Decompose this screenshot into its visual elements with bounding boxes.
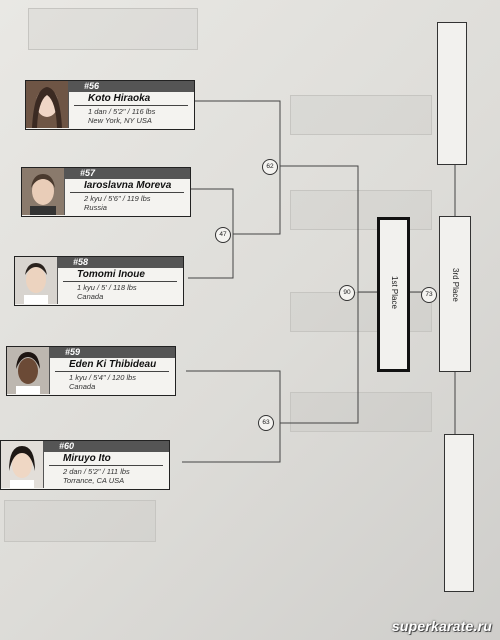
first-place-box [377,217,410,372]
competitor-info: 1 dan / 5'2" / 116 lbs New York, NY USA [74,107,155,125]
competitor-location: Torrance, CA USA [63,476,125,485]
competitor-number: #56 [68,81,194,92]
competitor-rank-size: 1 kyu / 5'4" / 120 lbs [69,373,137,382]
competitor-info: 1 kyu / 5' / 118 lbs Canada [63,283,137,301]
first-place-label: 1st Place [390,276,399,309]
competitor-card-60: #60 Miruyo Ito 2 dan / 5'2" / 111 lbs To… [0,440,170,490]
competitor-card-59: #59 Eden Ki Thibideau 1 kyu / 5'4" / 120… [6,346,176,396]
competitor-number: #57 [64,168,190,179]
competitor-location: Russia [84,203,107,212]
ghost-card [4,500,156,542]
competitor-rank-size: 1 dan / 5'2" / 116 lbs [88,107,156,116]
competitor-name: Iaroslavna Moreva [70,180,184,193]
competitor-photo [22,168,65,215]
competitor-rank-size: 1 kyu / 5' / 118 lbs [77,283,137,292]
competitor-name: Miruyo Ito [49,453,163,466]
competitor-photo [7,347,50,394]
competitor-card-57: #57 Iaroslavna Moreva 2 kyu / 5'6" / 119… [21,167,191,217]
match-number-62: 62 [262,159,278,175]
third-place-slot-bottom [444,434,474,592]
watermark: superkarate.ru [391,618,492,634]
competitor-number: #58 [57,257,183,268]
competitor-photo [1,441,44,488]
third-place-label: 3rd Place [451,268,460,302]
competitor-location: New York, NY USA [88,116,152,125]
competitor-info: 1 kyu / 5'4" / 120 lbs Canada [55,373,136,391]
competitor-number: #59 [49,347,175,358]
competitor-name: Eden Ki Thibideau [55,359,169,372]
ghost-card [290,190,432,230]
third-place-slot-top [437,22,467,165]
competitor-number: #60 [43,441,169,452]
match-number-73: 73 [421,287,437,303]
competitor-info: 2 kyu / 5'6" / 119 lbs Russia [70,194,151,212]
competitor-location: Canada [69,382,96,391]
match-number-90: 90 [339,285,355,301]
ghost-card [290,95,432,135]
third-place-box [439,216,471,372]
competitor-photo [15,257,58,304]
competitor-rank-size: 2 dan / 5'2" / 111 lbs [63,467,130,476]
competitor-photo [26,81,69,128]
competitor-card-56: #56 Koto Hiraoka 1 dan / 5'2" / 116 lbs … [25,80,195,130]
match-number-63: 63 [258,415,274,431]
ghost-card [290,392,432,432]
competitor-name: Tomomi Inoue [63,269,177,282]
competitor-info: 2 dan / 5'2" / 111 lbs Torrance, CA USA [49,467,130,485]
match-number-47: 47 [215,227,231,243]
competitor-name: Koto Hiraoka [74,93,188,106]
competitor-rank-size: 2 kyu / 5'6" / 119 lbs [84,194,151,203]
ghost-card [28,8,198,50]
competitor-card-58: #58 Tomomi Inoue 1 kyu / 5' / 118 lbs Ca… [14,256,184,306]
competitor-location: Canada [77,292,104,301]
